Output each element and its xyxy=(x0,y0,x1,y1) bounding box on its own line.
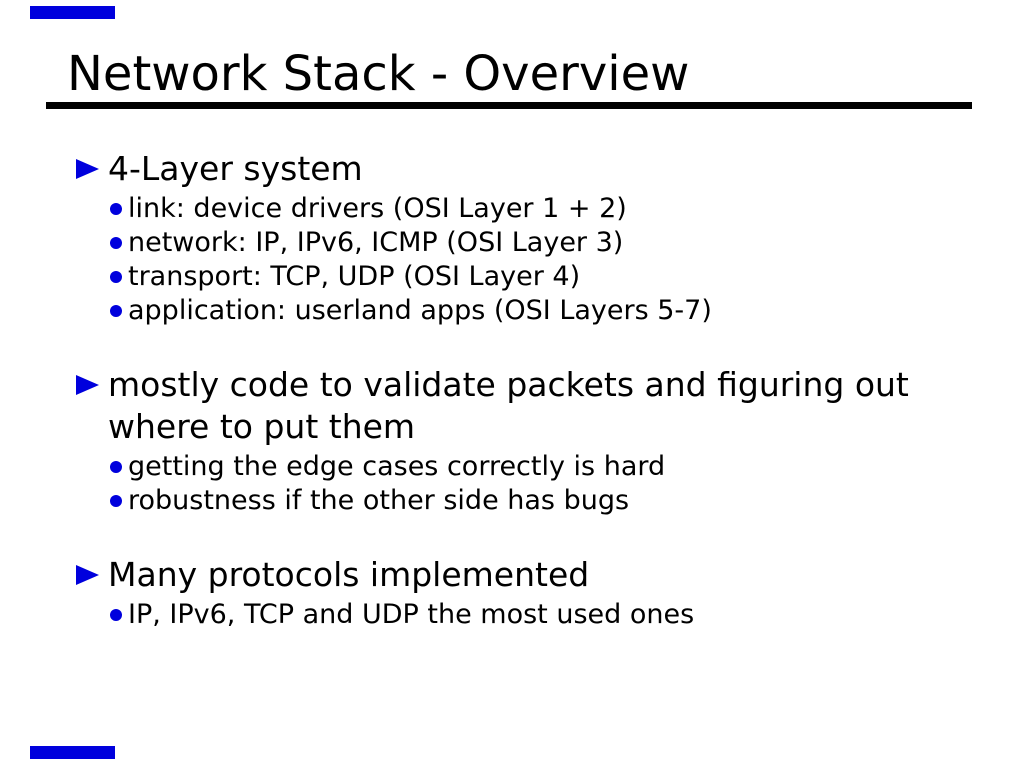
title-underline xyxy=(46,102,972,109)
bullet-group-validate-packets: mostly code to validate packets and figu… xyxy=(76,364,986,518)
sub-bullet-list: IP, IPv6, TCP and UDP the most used ones xyxy=(110,598,986,632)
dot-icon xyxy=(110,305,122,317)
sub-bullet-text: transport: TCP, UDP (OSI Layer 4) xyxy=(128,261,581,292)
sub-bullet-text: link: device drivers (OSI Layer 1 + 2) xyxy=(128,193,627,224)
bullet-text: mostly code to validate packets and figu… xyxy=(108,365,909,446)
list-item: IP, IPv6, TCP and UDP the most used ones xyxy=(110,598,986,632)
bullet-group-many-protocols: Many protocols implemented IP, IPv6, TCP… xyxy=(76,554,986,632)
bullet-text: 4-Layer system xyxy=(108,149,363,188)
triangle-right-icon xyxy=(76,375,99,395)
list-item: robustness if the other side has bugs xyxy=(110,484,986,518)
list-item: mostly code to validate packets and figu… xyxy=(76,364,986,448)
dot-icon xyxy=(110,237,122,249)
bullet-text: Many protocols implemented xyxy=(108,555,590,594)
triangle-right-icon xyxy=(76,159,99,179)
sub-bullet-text: IP, IPv6, TCP and UDP the most used ones xyxy=(128,599,695,630)
list-item: 4-Layer system xyxy=(76,148,986,190)
sub-bullet-text: getting the edge cases correctly is hard xyxy=(128,451,666,482)
dot-icon xyxy=(110,203,122,215)
triangle-right-icon xyxy=(76,565,99,585)
sub-bullet-list: getting the edge cases correctly is hard… xyxy=(110,450,986,518)
list-item: network: IP, IPv6, ICMP (OSI Layer 3) xyxy=(110,226,986,260)
dot-icon xyxy=(110,461,122,473)
sub-bullet-text: robustness if the other side has bugs xyxy=(128,485,630,516)
sub-bullet-text: network: IP, IPv6, ICMP (OSI Layer 3) xyxy=(128,227,624,258)
dot-icon xyxy=(110,609,122,621)
list-item: getting the edge cases correctly is hard xyxy=(110,450,986,484)
bullet-group-4-layer-system: 4-Layer system link: device drivers (OSI… xyxy=(76,148,986,328)
dot-icon xyxy=(110,495,122,507)
slide-content: 4-Layer system link: device drivers (OSI… xyxy=(76,148,986,632)
list-item: application: userland apps (OSI Layers 5… xyxy=(110,294,986,328)
dot-icon xyxy=(110,271,122,283)
list-item: transport: TCP, UDP (OSI Layer 4) xyxy=(110,260,986,294)
sub-bullet-list: link: device drivers (OSI Layer 1 + 2) n… xyxy=(110,192,986,328)
page-title: Network Stack - Overview xyxy=(67,46,690,102)
sub-bullet-text: application: userland apps (OSI Layers 5… xyxy=(128,295,712,326)
bottom-left-accent-bar xyxy=(30,746,115,759)
list-item: Many protocols implemented xyxy=(76,554,986,596)
top-left-accent-bar xyxy=(30,6,115,19)
list-item: link: device drivers (OSI Layer 1 + 2) xyxy=(110,192,986,226)
